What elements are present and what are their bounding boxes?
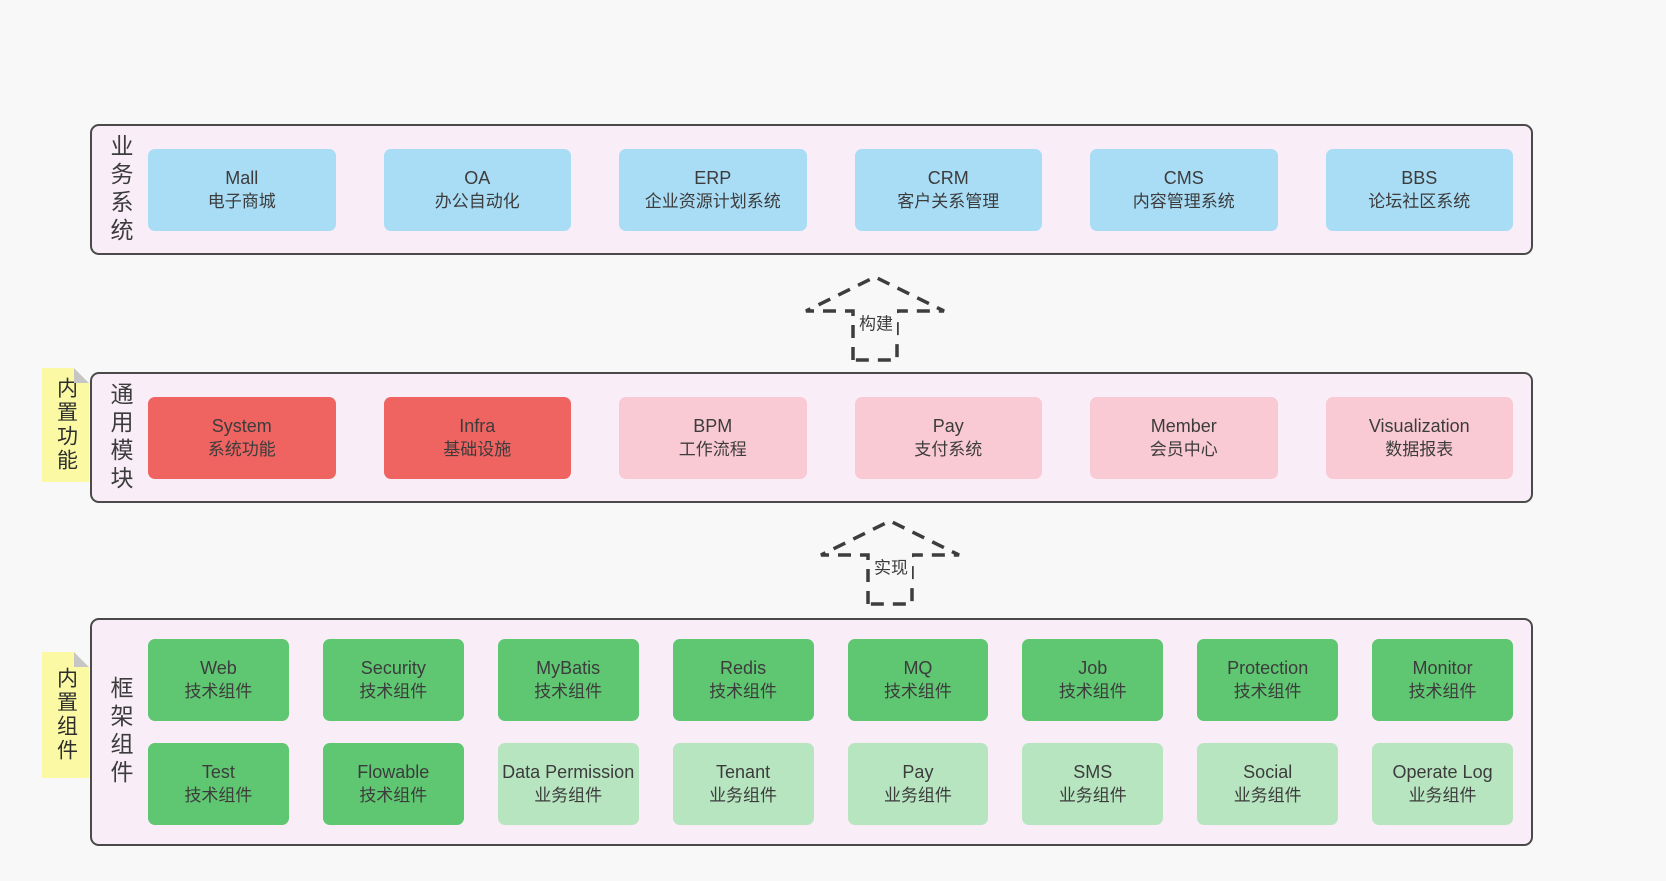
box-web: Web 技术组件 xyxy=(148,639,289,721)
box-data-permission: Data Permission 业务组件 xyxy=(497,743,639,825)
box-pay-component: Pay 业务组件 xyxy=(847,743,989,825)
layer-label-framework-components: 框架组件 xyxy=(107,676,133,788)
box-oa: OA 办公自动化 xyxy=(383,148,571,231)
framework-components-row-1: Web 技术组件 Security 技术组件 MyBatis 技术组件 Redi… xyxy=(148,639,1513,721)
sticky-note-built-in-components: 内置组件 xyxy=(42,652,89,778)
layer-common-modules: 通用模块 System 系统功能 Infra 基础设施 BPM 工作流程 Pay… xyxy=(90,372,1533,503)
box-tenant: Tenant 业务组件 xyxy=(672,743,814,825)
layer-label-common-modules: 通用模块 xyxy=(107,381,133,494)
box-bbs: BBS 论坛社区系统 xyxy=(1325,148,1513,231)
arrow-label-build: 构建 xyxy=(855,308,897,336)
box-protection: Protection 技术组件 xyxy=(1197,639,1339,721)
box-system: System 系统功能 xyxy=(148,396,336,479)
layer-label-business-systems: 业务系统 xyxy=(107,133,133,246)
box-mall: Mall 电子商城 xyxy=(148,148,336,231)
box-operate-log: Operate Log 业务组件 xyxy=(1372,743,1513,825)
up-arrow-shape xyxy=(820,519,960,606)
box-visualization: Visualization 数据报表 xyxy=(1325,396,1513,479)
box-sms: SMS 业务组件 xyxy=(1022,743,1164,825)
box-bpm: BPM 工作流程 xyxy=(619,396,807,479)
box-infra: Infra 基础设施 xyxy=(383,396,571,479)
box-social: Social 业务组件 xyxy=(1197,743,1339,825)
layer-framework-components: 框架组件 Web 技术组件 Security 技术组件 MyBatis 技术组件… xyxy=(90,618,1533,846)
dashed-up-arrow-implement xyxy=(820,519,960,606)
folded-corner-icon xyxy=(74,368,89,383)
sticky-note-built-in-features: 内置功能 xyxy=(42,368,89,482)
framework-components-row-2: Test 技术组件 Flowable 技术组件 Data Permission … xyxy=(148,743,1513,825)
layer-business-systems: 业务系统 Mall 电子商城 OA 办公自动化 ERP 企业资源计划系统 CRM… xyxy=(90,124,1533,255)
common-modules-row: System 系统功能 Infra 基础设施 BPM 工作流程 Pay 支付系统… xyxy=(148,396,1513,479)
box-pay-system: Pay 支付系统 xyxy=(854,396,1042,479)
box-erp: ERP 企业资源计划系统 xyxy=(619,148,807,231)
business-systems-row: Mall 电子商城 OA 办公自动化 ERP 企业资源计划系统 CRM 客户关系… xyxy=(148,148,1513,231)
dashed-up-arrow-build xyxy=(805,275,945,362)
box-mybatis: MyBatis 技术组件 xyxy=(497,639,639,721)
box-redis: Redis 技术组件 xyxy=(672,639,814,721)
up-arrow-shape xyxy=(805,275,945,362)
box-test: Test 技术组件 xyxy=(148,743,289,825)
box-monitor: Monitor 技术组件 xyxy=(1372,639,1513,721)
arrow-label-implement: 实现 xyxy=(870,552,912,580)
box-member: Member 会员中心 xyxy=(1090,396,1278,479)
box-security: Security 技术组件 xyxy=(322,639,464,721)
box-cms: CMS 内容管理系统 xyxy=(1090,148,1278,231)
box-crm: CRM 客户关系管理 xyxy=(854,148,1042,231)
box-mq: MQ 技术组件 xyxy=(847,639,989,721)
folded-corner-icon xyxy=(74,652,89,667)
framework-components-grid: Web 技术组件 Security 技术组件 MyBatis 技术组件 Redi… xyxy=(148,639,1513,825)
box-flowable: Flowable 技术组件 xyxy=(322,743,464,825)
box-job: Job 技术组件 xyxy=(1022,639,1164,721)
